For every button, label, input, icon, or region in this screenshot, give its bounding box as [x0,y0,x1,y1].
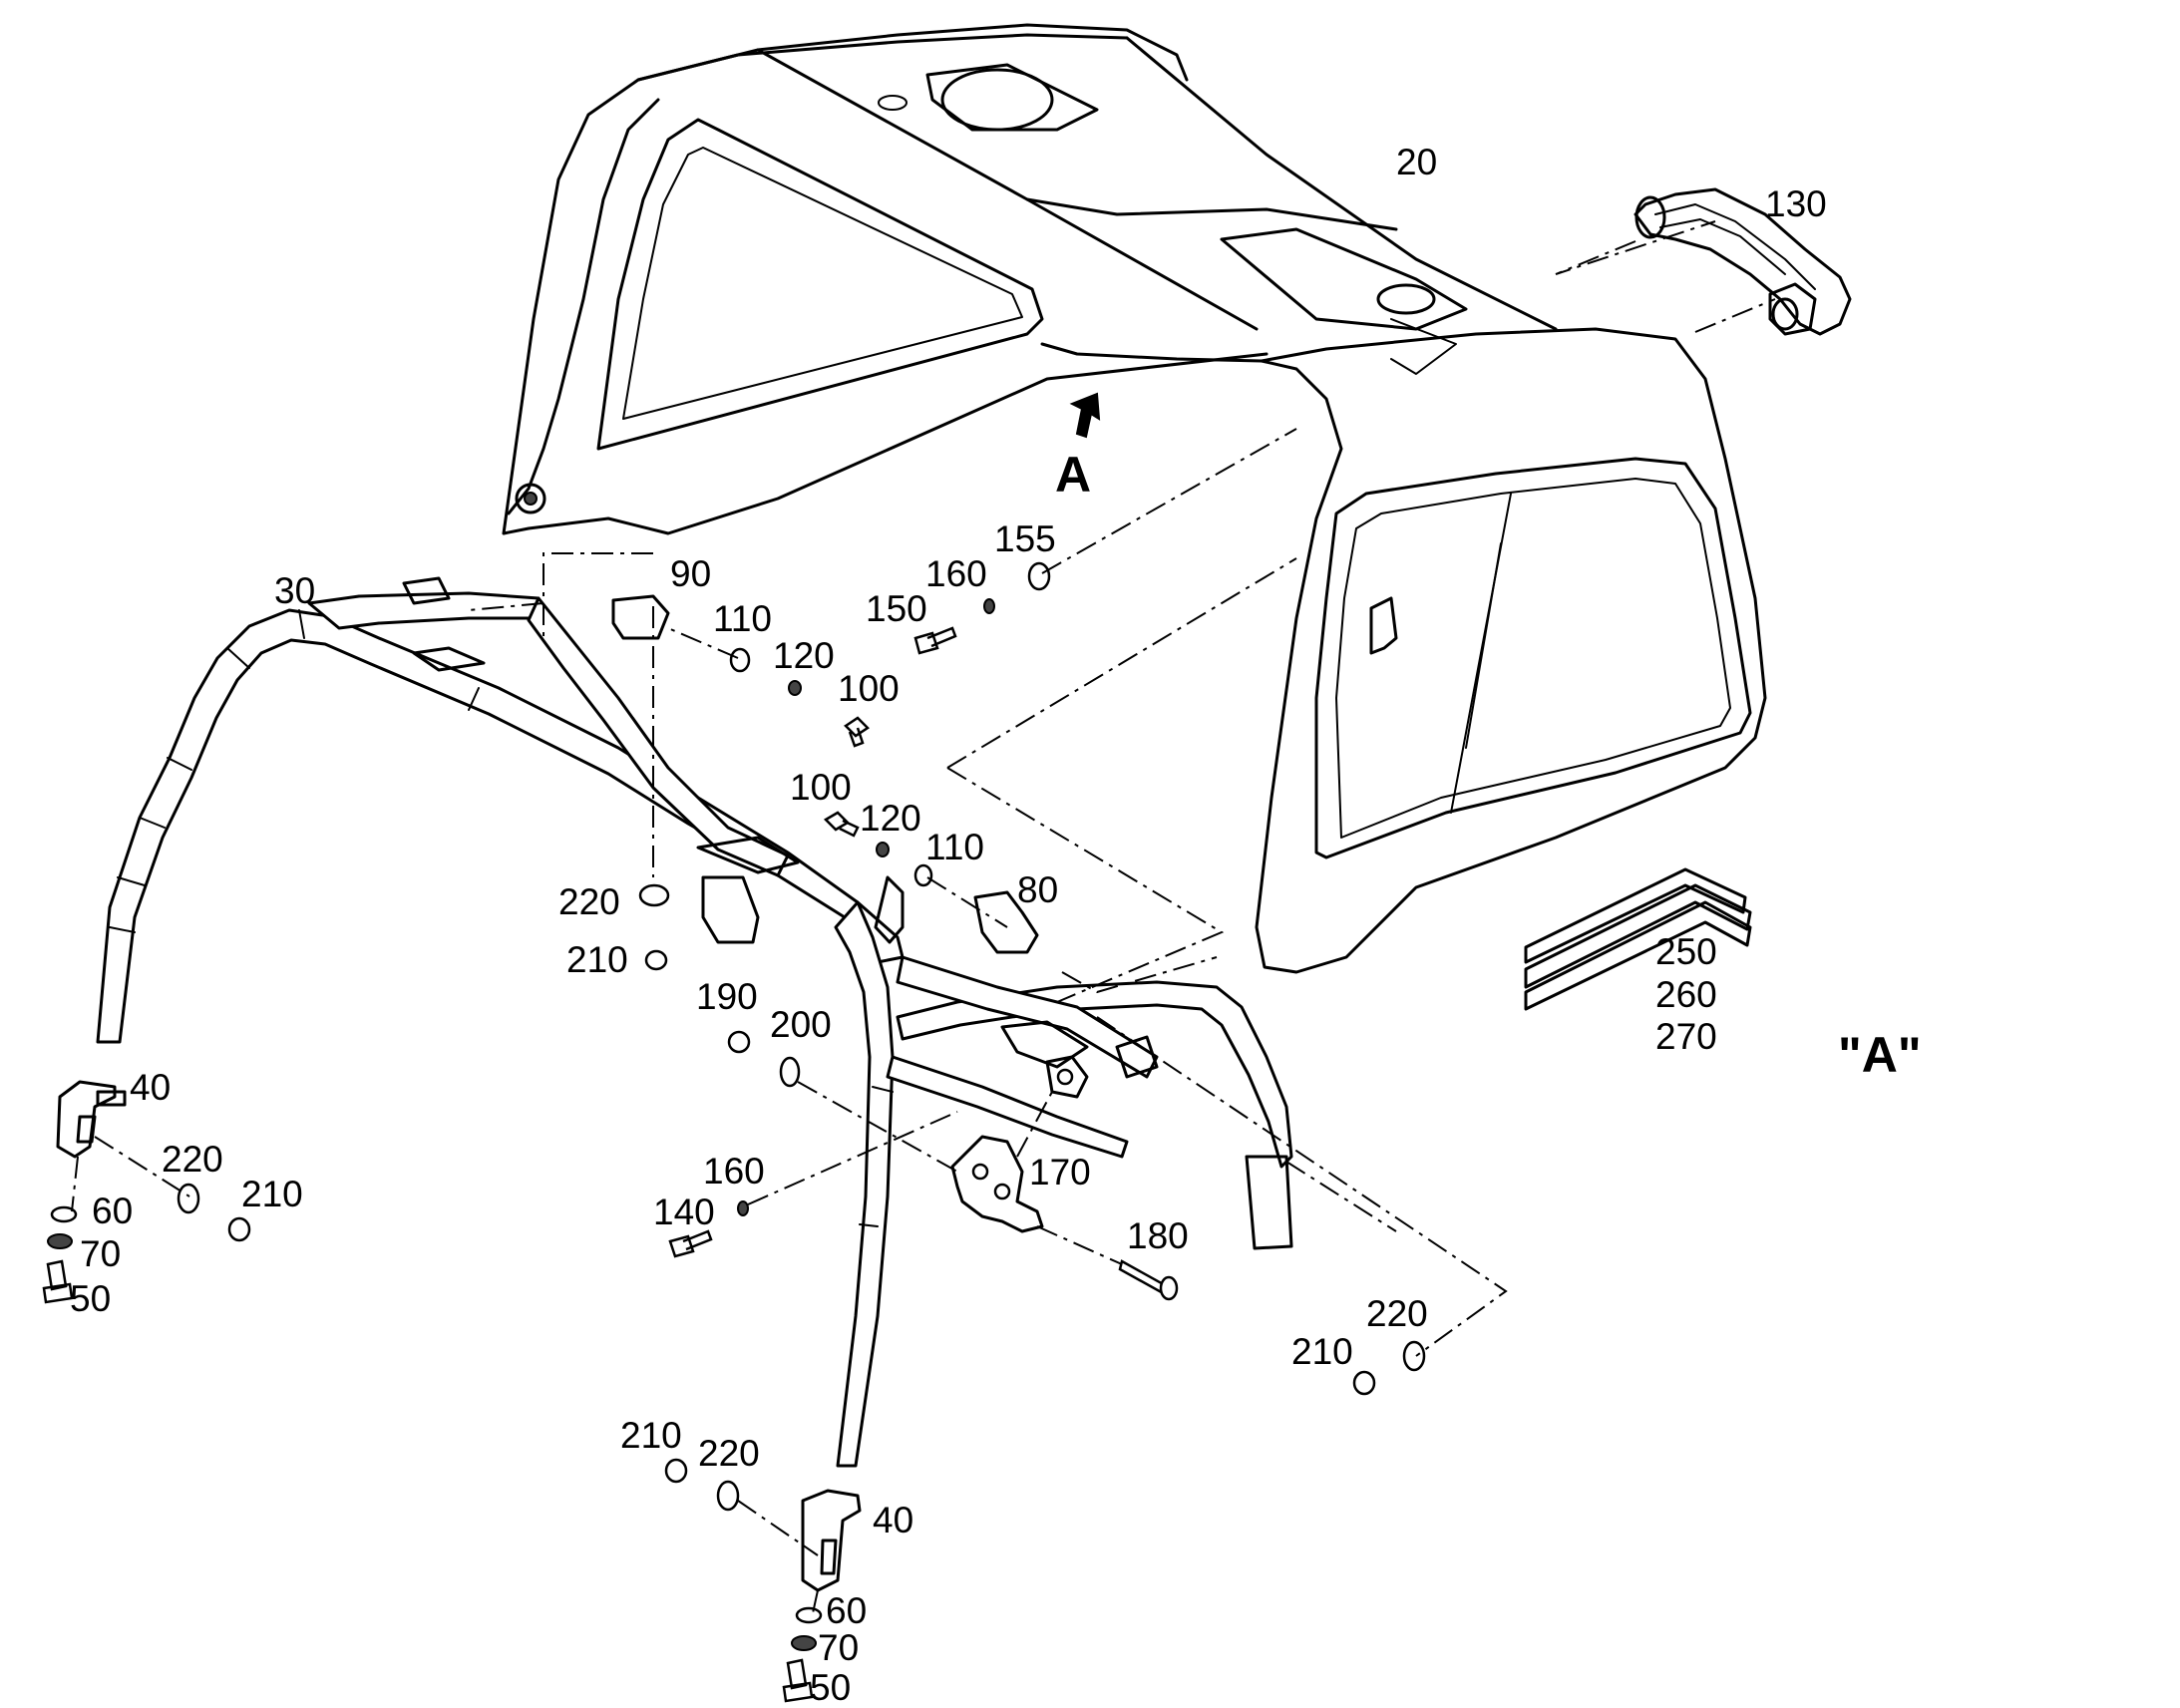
callout-40-left: 40 [130,1067,171,1108]
callout-100-upper: 100 [838,668,900,709]
seal-strips [1524,867,1752,1011]
callout-120-upper: 120 [773,635,835,676]
view-arrow-a: A [1055,392,1101,503]
rollover-frame [96,576,1293,1468]
view-marker-label: A [1055,447,1091,503]
callout-220-front: 220 [698,1433,760,1474]
callout-20: 20 [1396,142,1437,182]
callout-120-middle: 120 [860,798,921,839]
callout-50-front: 50 [810,1667,851,1708]
callout-60-left: 60 [92,1191,133,1231]
view-a-label: "A" [1838,1027,1922,1083]
callout-130: 130 [1765,183,1827,224]
callout-270: 270 [1655,1016,1717,1057]
mounting-foot-left [56,1080,127,1159]
callout-210-front: 210 [620,1415,682,1456]
callout-150: 150 [866,588,927,629]
callout-210-right: 210 [1291,1331,1353,1372]
callout-210-center: 210 [566,939,628,980]
mounting-foot-front [801,1489,862,1592]
hardware [42,561,1426,1703]
callout-180: 180 [1127,1215,1189,1256]
callout-50-left: 50 [70,1278,111,1319]
callout-170: 170 [1029,1152,1091,1193]
callout-160-upper: 160 [925,553,987,594]
callout-30: 30 [274,570,315,611]
callout-100-middle: 100 [790,767,852,808]
callout-70-front: 70 [818,1627,859,1668]
callout-220-right: 220 [1366,1293,1428,1334]
callout-190: 190 [696,976,758,1017]
leader-lines [71,220,1776,1614]
callout-250: 250 [1655,931,1717,972]
callout-220-left: 220 [162,1139,223,1180]
callout-labels: 20 130 30 90 110 120 100 150 160 155 100… [70,142,1922,1708]
callout-110-upper: 110 [713,598,772,639]
callout-80: 80 [1017,869,1058,910]
grab-handle [1634,187,1852,336]
callout-200: 200 [770,1004,832,1045]
callout-40-front: 40 [873,1500,913,1540]
callout-220-center: 220 [558,881,620,922]
callout-210-left: 210 [241,1174,303,1214]
callout-160-lower: 160 [703,1151,765,1192]
callout-70-left: 70 [80,1233,121,1274]
callout-140: 140 [653,1192,715,1232]
cab-roof-canopy [502,23,1767,974]
callout-260: 260 [1655,974,1717,1015]
callout-90: 90 [670,553,711,594]
callout-110-middle: 110 [925,827,984,867]
callout-155: 155 [994,518,1056,559]
callout-60-front: 60 [826,1590,867,1631]
